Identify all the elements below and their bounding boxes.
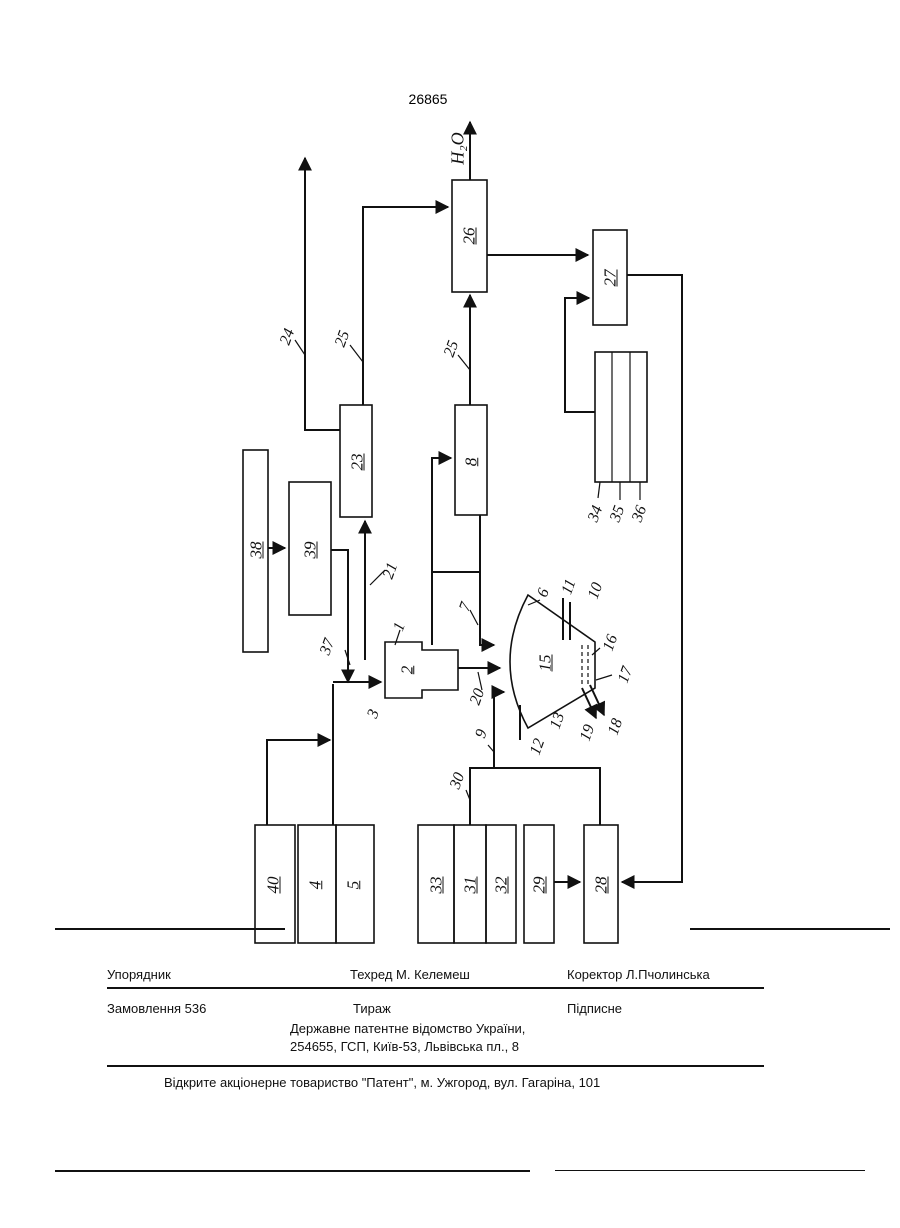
printer-line: Відкрите акціонерне товариство "Патент",…	[164, 1075, 600, 1090]
compiler-label: Упорядник	[107, 967, 171, 982]
label-2: 2	[397, 666, 417, 675]
label-8: 8	[461, 458, 481, 467]
order-label: Замовлення 536	[107, 1001, 206, 1016]
corrector-label: Коректор Л.Пчолинська	[567, 967, 710, 982]
scan-edge-rule-left	[55, 928, 285, 930]
label-38: 38	[247, 542, 267, 559]
bottom-rule-right	[555, 1170, 865, 1171]
label-31: 31	[461, 877, 481, 894]
label-32: 32	[492, 877, 512, 894]
footer-rule-1	[107, 987, 764, 989]
patent-office-line2: 254655, ГСП, Київ-53, Львівська пл., 8	[290, 1039, 519, 1054]
box-34-36-stack	[595, 352, 647, 482]
bottom-rule-left	[55, 1170, 530, 1172]
patent-office-line1: Державне патентне відомство України,	[290, 1021, 525, 1036]
label-39: 39	[301, 542, 321, 559]
h2o-output-label: H₂O	[448, 132, 469, 164]
label-4: 4	[305, 881, 325, 890]
label-26: 26	[460, 228, 480, 245]
apparatus-2	[385, 642, 458, 698]
label-33: 33	[427, 877, 447, 894]
page-number: 26865	[409, 91, 448, 107]
label-23: 23	[348, 454, 368, 471]
label-5: 5	[343, 881, 363, 890]
label-40: 40	[264, 877, 284, 894]
scan-edge-rule-right	[690, 928, 890, 930]
techred-label: Техред М. Келемеш	[350, 967, 470, 982]
circulation-label: Тираж	[353, 1001, 391, 1016]
label-29: 29	[530, 877, 550, 894]
footer-rule-2	[107, 1065, 764, 1067]
label-27: 27	[601, 270, 621, 287]
label-15: 15	[536, 655, 556, 672]
label-28: 28	[592, 877, 612, 894]
subscription-label: Підписне	[567, 1001, 622, 1016]
